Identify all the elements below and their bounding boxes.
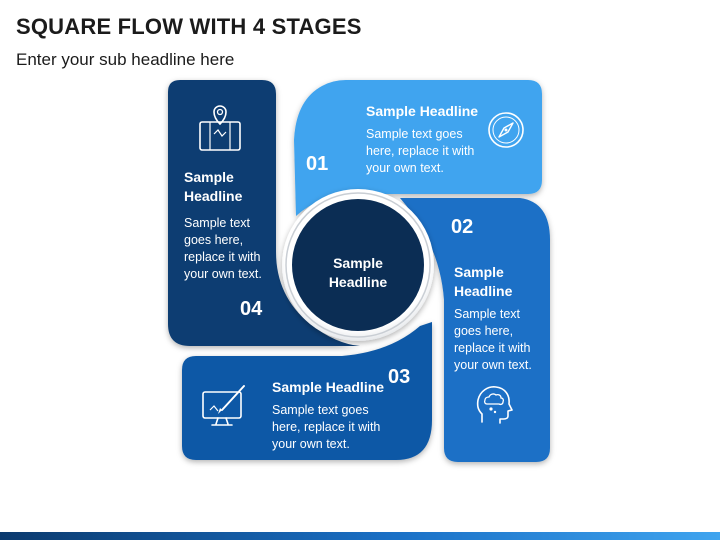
stage-01-body: Sample text goes here, replace it with y… (366, 127, 475, 175)
compass-icon (488, 112, 524, 148)
page-title: SQUARE FLOW WITH 4 STAGES (16, 14, 362, 39)
stage-04-number: 04 (240, 298, 263, 320)
stage-01-headline: Sample Headline (366, 103, 479, 119)
stage-01-number: 01 (306, 153, 329, 175)
stage-04-shape (168, 80, 360, 346)
stage-03-number: 03 (388, 366, 411, 388)
stage-04-headline: Sample Headline (184, 169, 243, 204)
stage-04-body: Sample text goes here, replace it with y… (184, 216, 262, 281)
stage-03-shape (182, 322, 432, 460)
page-subtitle: Enter your sub headline here (16, 50, 235, 69)
map-location-icon (199, 105, 241, 151)
stage-02-body: Sample text goes here, replace it with y… (454, 307, 532, 372)
center-headline: Sample Headline (328, 255, 388, 290)
head-idea-icon (476, 386, 513, 424)
stage-01-shape (294, 80, 542, 216)
stage-03-headline: Sample Headline (272, 379, 385, 395)
stage-03-body: Sample text goes here, replace it with y… (272, 403, 381, 451)
bottom-accent-bar (0, 532, 720, 540)
center-ring-outline (285, 192, 431, 338)
stage-02-number: 02 (451, 216, 474, 238)
design-monitor-icon (202, 385, 245, 426)
stage-02-headline: Sample Headline (454, 264, 513, 299)
center-circle (292, 199, 424, 331)
stage-02-shape (400, 198, 550, 462)
